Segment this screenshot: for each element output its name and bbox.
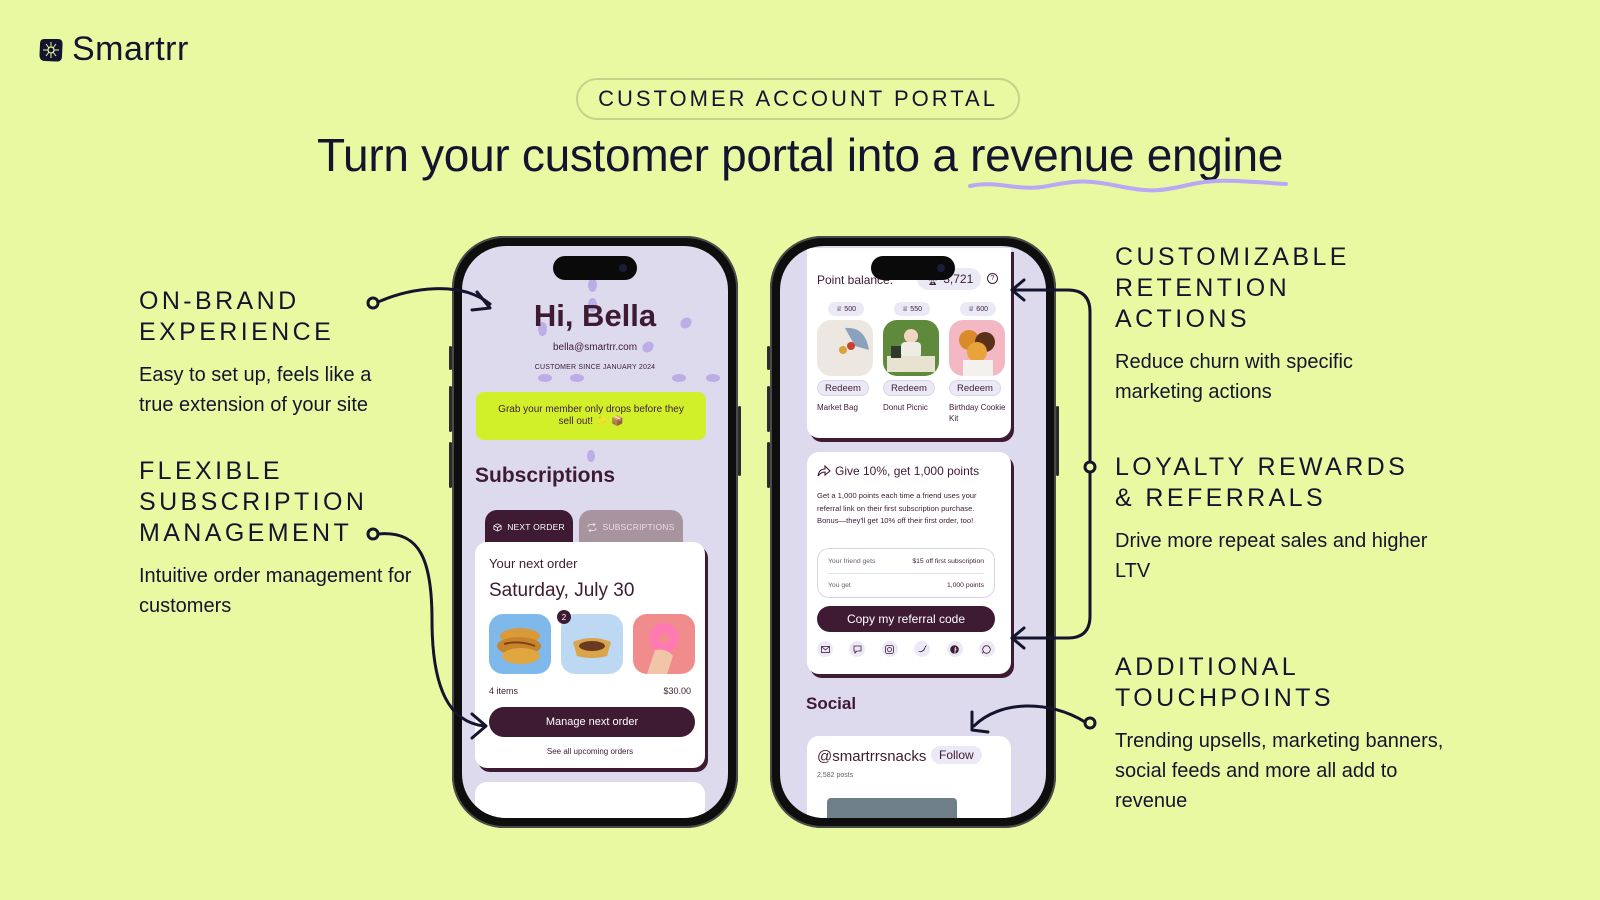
reward-cost: ♕550: [894, 302, 930, 316]
referral-table: Your friend gets$15 off first subscripti…: [817, 548, 995, 598]
feature-retention-actions: CUSTOMIZABLE RETENTION ACTIONS Reduce ch…: [1115, 242, 1395, 407]
trophy-icon: ♕: [902, 306, 909, 313]
share-icons: [817, 641, 995, 657]
order-label: Your next order: [489, 556, 578, 571]
see-all-orders-link[interactable]: See all upcoming orders: [546, 747, 634, 756]
whatsapp-icon[interactable]: [978, 641, 995, 657]
package-icon: [493, 522, 502, 532]
headline-highlight: revenue engine: [970, 129, 1284, 181]
feature-additional-touchpoints: ADDITIONAL TOUCHPOINTS Trending upsells,…: [1115, 652, 1450, 816]
reward-item: ♕500 Redeem Market Bag: [817, 302, 875, 413]
copy-referral-code-button[interactable]: Copy my referral code: [817, 606, 995, 632]
trophy-icon: ♕: [836, 306, 843, 313]
reward-name: Market Bag: [817, 403, 858, 412]
brand-name: Smartrr: [72, 30, 189, 68]
brand-logo: Smartrr: [38, 30, 189, 69]
tab-subscriptions[interactable]: SUBSCRIPTIONS: [579, 510, 683, 544]
feature-desc: Intuitive order management for customers: [139, 565, 412, 617]
reward-item: ♕550 Redeem Donut Picnic: [883, 302, 941, 413]
repeat-icon: [588, 522, 597, 532]
feature-on-brand: ON-BRAND EXPERIENCE Easy to set up, feel…: [139, 286, 399, 420]
smartrr-logo-icon: [39, 38, 63, 62]
feature-desc: Easy to set up, feels like a true extens…: [139, 364, 372, 416]
section-pill: CUSTOMER ACCOUNT PORTAL: [576, 78, 1020, 120]
redeem-button[interactable]: Redeem: [883, 380, 935, 396]
product-image-donut[interactable]: [633, 614, 695, 674]
phone-account-portal: Hi, Bella bella@smartrr.com CUSTOMER SIN…: [449, 236, 741, 828]
referral-body: Get a 1,000 points each time a friend us…: [817, 491, 977, 525]
item-count: 4 items: [489, 686, 519, 696]
help-icon[interactable]: ?: [987, 273, 998, 284]
reward-name: Donut Picnic: [883, 403, 928, 412]
page-headline: Turn your customer portal into a revenue…: [0, 128, 1600, 182]
reward-image-cookie-kit: [949, 320, 1005, 376]
quantity-badge: 2: [557, 610, 571, 624]
reward-name: Birthday Cookie Kit: [949, 403, 1006, 423]
redeem-button[interactable]: Redeem: [949, 380, 1001, 396]
feature-title: FLEXIBLE SUBSCRIPTION MANAGEMENT: [139, 457, 368, 547]
feature-desc: Drive more repeat sales and higher LTV: [1115, 530, 1428, 582]
chat-icon[interactable]: [849, 641, 866, 657]
feature-title: ON-BRAND EXPERIENCE: [139, 287, 335, 346]
feature-title: CUSTOMIZABLE RETENTION ACTIONS: [1115, 243, 1350, 333]
share-arrow-icon: [817, 465, 831, 477]
feature-title: ADDITIONAL TOUCHPOINTS: [1115, 653, 1334, 712]
reward-image-donut-picnic: [883, 320, 939, 376]
follow-button[interactable]: Follow: [931, 746, 982, 764]
feature-subscription-management: FLEXIBLE SUBSCRIPTION MANAGEMENT Intuiti…: [139, 456, 414, 621]
reward-item: ♕600 Redeem Birthday Cookie Kit: [949, 302, 1007, 424]
mail-icon[interactable]: [817, 641, 833, 657]
phone-screen: Hi, Bella bella@smartrr.com CUSTOMER SIN…: [462, 246, 728, 818]
feature-loyalty-referrals: LOYALTY REWARDS & REFERRALS Drive more r…: [1115, 452, 1460, 586]
reward-cost: ♕600: [960, 302, 996, 316]
phone-loyalty-portal: Point balance: 🏆︎ 3,721 ? ♕500 Redeem Ma…: [767, 236, 1059, 828]
facebook-icon[interactable]: [946, 641, 963, 657]
squiggle-underline: [968, 178, 1288, 193]
tab-next-order[interactable]: NEXT ORDER: [485, 510, 573, 544]
twitter-icon[interactable]: [914, 641, 931, 657]
customer-since: CUSTOMER SINCE JANUARY 2024: [534, 364, 656, 371]
referral-card: Give 10%, get 1,000 points Get a 1,000 p…: [807, 452, 1011, 674]
feature-desc: Trending upsells, marketing banners, soc…: [1115, 730, 1444, 812]
redeem-button[interactable]: Redeem: [817, 380, 869, 396]
customer-email: bella@smartrr.com: [552, 342, 638, 353]
subscriptions-heading: Subscriptions: [475, 464, 616, 487]
social-post-thumbnail[interactable]: [827, 798, 957, 818]
reward-cost: ♕500: [828, 302, 864, 316]
social-heading: Social: [806, 694, 857, 713]
trophy-icon: ♕: [968, 306, 975, 313]
social-feed-card: @smartrrsnacks Follow 2,582 posts: [807, 736, 1011, 818]
order-total: $30.00: [663, 686, 691, 696]
headline-prefix: Turn your customer portal into a: [316, 129, 971, 181]
phone-screen: Point balance: 🏆︎ 3,721 ? ♕500 Redeem Ma…: [780, 246, 1046, 818]
feature-title: LOYALTY REWARDS & REFERRALS: [1115, 453, 1409, 512]
post-count: 2,582 posts: [817, 772, 854, 779]
product-image-cookies[interactable]: [489, 614, 551, 674]
dynamic-island: [871, 256, 955, 280]
product-image-filled-cookie[interactable]: [561, 614, 623, 674]
manage-next-order-button[interactable]: Manage next order: [489, 707, 695, 737]
next-order-card: Your next order Saturday, July 30 2 4 it…: [475, 542, 705, 768]
dynamic-island: [553, 256, 637, 280]
order-date: Saturday, July 30: [489, 580, 635, 601]
instagram-icon[interactable]: [881, 641, 898, 657]
referral-title: Give 10%, get 1,000 points: [817, 464, 979, 478]
promo-banner[interactable]: Grab your member only drops before they …: [476, 392, 706, 440]
social-handle[interactable]: @smartrrsnacks: [817, 748, 927, 765]
next-section-card: [475, 782, 705, 818]
reward-image-market-bag: [817, 320, 873, 376]
feature-desc: Reduce churn with specific marketing act…: [1115, 351, 1353, 403]
points-card: Point balance: 🏆︎ 3,721 ? ♕500 Redeem Ma…: [807, 248, 1011, 438]
greeting: Hi, Bella: [533, 298, 657, 333]
